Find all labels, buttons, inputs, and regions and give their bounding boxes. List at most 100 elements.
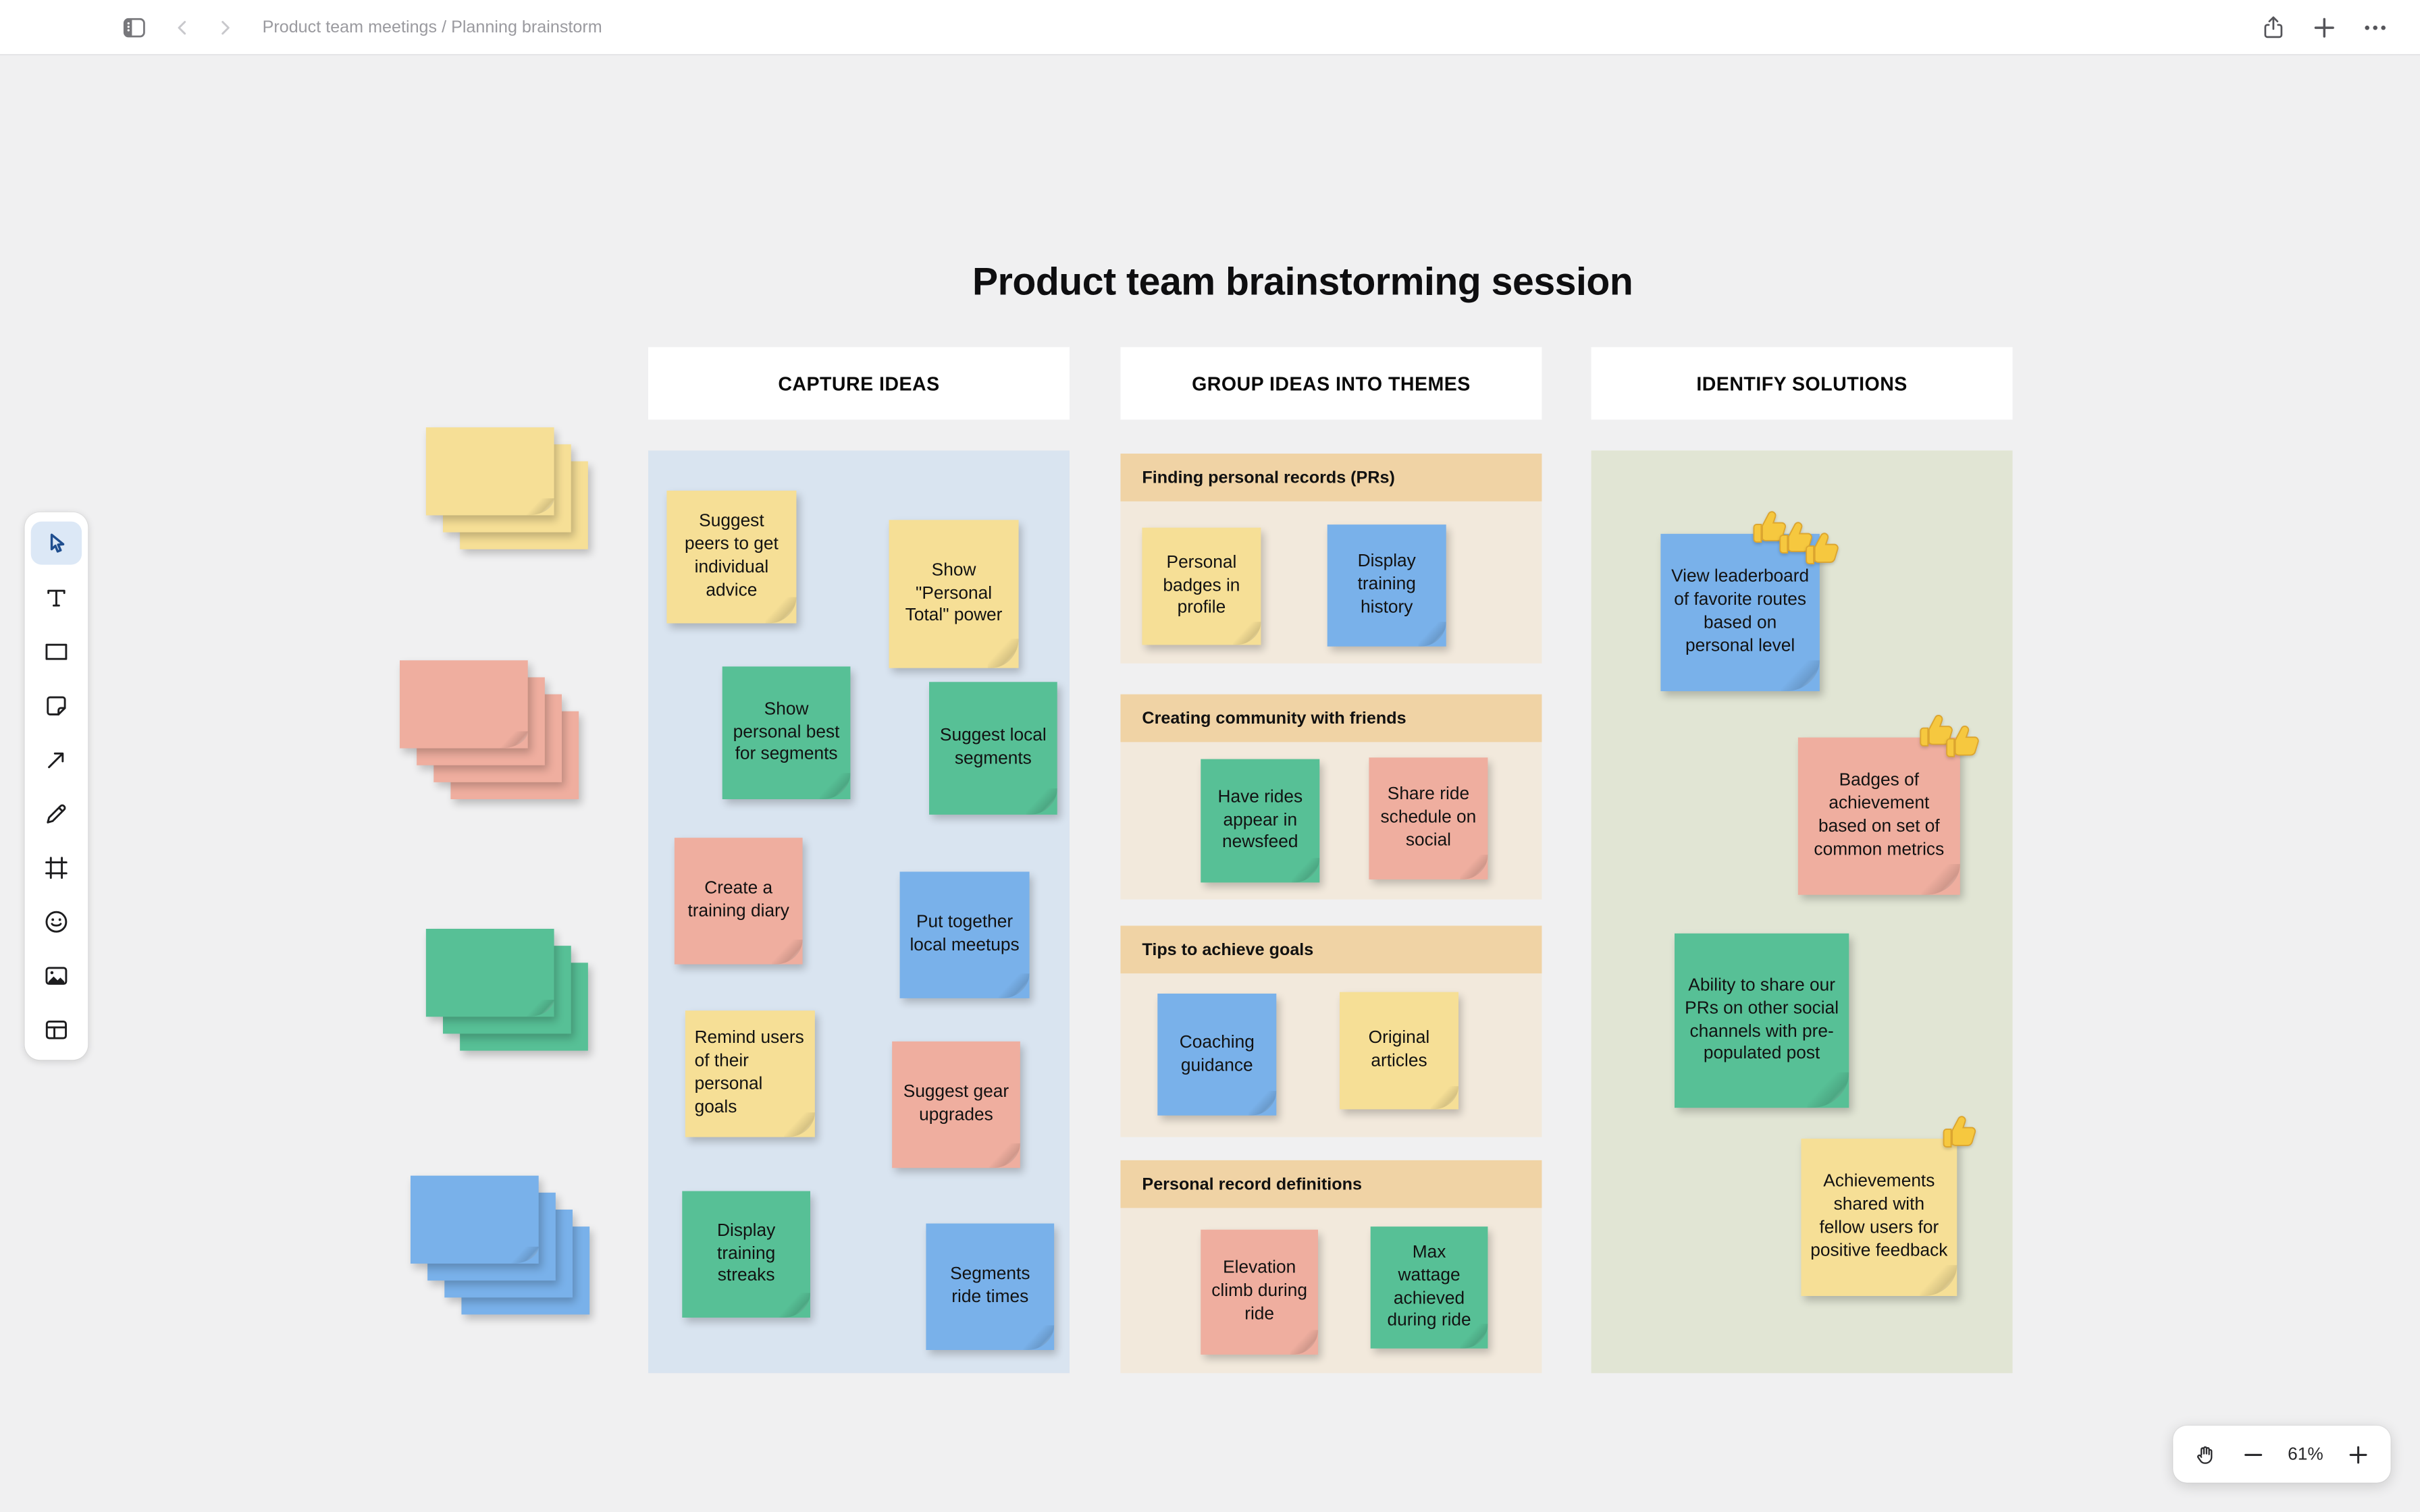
tool-emoji[interactable]	[31, 900, 82, 943]
tool-image[interactable]	[31, 954, 82, 997]
sticky-note-text: Display training streaks	[717, 1221, 776, 1287]
sticky-note[interactable]: Achievements shared with fellow users fo…	[1801, 1116, 1976, 1297]
sticky-note-text: Segments ride times	[950, 1265, 1030, 1307]
sticky-note[interactable]: Segments ride times	[926, 1223, 1055, 1351]
sticky-note-text: Create a training diary	[687, 880, 789, 921]
shape-icon	[42, 637, 71, 666]
sticky-note-text: Display training history	[1357, 552, 1416, 618]
note-reactions	[1943, 1111, 1982, 1154]
emoji-icon	[42, 907, 71, 936]
sticky-note[interactable]: Badges of achievement based on set of co…	[1797, 714, 1979, 895]
sticky-note[interactable]: Remind users of their personal goals	[685, 1010, 815, 1137]
sticky-note[interactable]: Show "Personal Total" power	[889, 520, 1019, 668]
cursor-icon	[42, 529, 71, 558]
zoom-controls: 61%	[2173, 1426, 2391, 1483]
note-reactions	[1753, 506, 1845, 564]
sticky-note[interactable]: Have rides appear in newsfeed	[1201, 759, 1320, 883]
sticky-note[interactable]: Suggest peers to get individual advice	[666, 490, 797, 624]
sticky-note[interactable]: Max wattage achieved during ride	[1370, 1226, 1488, 1349]
breadcrumb[interactable]: Product team meetings / Planning brainst…	[262, 18, 602, 36]
forward-chevron-icon[interactable]	[213, 10, 238, 44]
zoom-in-button[interactable]	[2346, 1442, 2371, 1467]
image-icon	[42, 961, 71, 990]
sticky-note-text: Ability to share our PRs on other social…	[1685, 976, 1839, 1064]
column-header[interactable]: IDENTIFY SOLUTIONS	[1591, 347, 2013, 420]
column-header[interactable]: CAPTURE IDEAS	[648, 347, 1070, 420]
blank-sticky-note	[411, 1175, 539, 1264]
sticky-note-text: Show "Personal Total" power	[905, 561, 1003, 626]
sticky-note[interactable]: Coaching guidance	[1157, 994, 1277, 1116]
sticky-note[interactable]: Suggest gear upgrades	[892, 1041, 1020, 1168]
sticky-note-text: Achievements shared with fellow users fo…	[1810, 1172, 1948, 1261]
theme-section: Finding personal records (PRs) Personal b…	[1120, 454, 1542, 664]
blank-note-stack-pink[interactable]	[400, 660, 585, 815]
thumbs-up-emoji[interactable]	[1775, 517, 1818, 560]
sticky-note[interactable]: View leaderboard of favorite routes base…	[1660, 511, 1839, 691]
board-canvas[interactable]: Product team brainstorming session CAPTU…	[0, 55, 2420, 1512]
share-icon[interactable]	[2257, 10, 2290, 44]
sticky-note[interactable]: Personal badges in profile	[1142, 527, 1261, 645]
top-bar-right	[2257, 0, 2392, 54]
theme-section-label[interactable]: Creating community with friends	[1120, 694, 1542, 742]
sticky-note[interactable]: Display training streaks	[682, 1191, 810, 1318]
blank-note-stack-blue[interactable]	[411, 1175, 596, 1330]
thumbs-up-emoji[interactable]	[1941, 720, 1984, 763]
back-chevron-icon[interactable]	[169, 10, 194, 44]
arrow-icon	[42, 745, 71, 774]
sticky-note-text: Max wattage achieved during ride	[1387, 1243, 1471, 1331]
theme-section-body: Have rides appear in newsfeed Share ride …	[1120, 742, 1542, 900]
board-column-2: GROUP IDEAS INTO THEMES Finding personal …	[1120, 347, 1542, 1374]
blank-note-stack-green[interactable]	[425, 929, 611, 1083]
column-header[interactable]: GROUP IDEAS INTO THEMES	[1120, 347, 1542, 420]
tool-select[interactable]	[30, 521, 82, 565]
sticky-note[interactable]: Put together local meetups	[899, 871, 1030, 998]
sticky-note[interactable]: Ability to share our PRs on other social…	[1675, 933, 1849, 1108]
thumbs-up-emoji[interactable]	[1749, 506, 1792, 549]
sticky-note[interactable]: Display training history	[1327, 524, 1446, 647]
tool-text[interactable]	[31, 576, 82, 619]
tool-palette	[24, 512, 88, 1060]
tool-sticky-note[interactable]	[31, 684, 82, 727]
sticky-note[interactable]: Original articles	[1340, 992, 1458, 1110]
zoom-out-button[interactable]	[2240, 1442, 2265, 1467]
board-column-3: IDENTIFY SOLUTIONS View leaderboard of fa…	[1591, 347, 2013, 1374]
theme-section-body: Elevation climb during ride Max wattage a…	[1120, 1208, 1542, 1374]
more-icon[interactable]	[2359, 10, 2392, 44]
sticky-note-text: Have rides appear in newsfeed	[1217, 788, 1303, 853]
sticky-note-text: Elevation climb during ride	[1211, 1259, 1308, 1324]
sticky-note[interactable]: Elevation climb during ride	[1201, 1229, 1319, 1355]
sticky-note-text: Remind users of their personal goals	[694, 1029, 804, 1117]
theme-section-label[interactable]: Tips to achieve goals	[1120, 925, 1542, 974]
theme-section-label[interactable]: Finding personal records (PRs)	[1120, 454, 1542, 502]
sticky-note-text: Original articles	[1368, 1029, 1430, 1071]
pan-hand-icon[interactable]	[2193, 1442, 2218, 1467]
sticky-note[interactable]: Suggest local segments	[929, 682, 1057, 815]
add-icon[interactable]	[2307, 10, 2341, 44]
sticky-note[interactable]: Show personal best for segments	[722, 666, 851, 799]
theme-section-label[interactable]: Personal record definitions	[1120, 1160, 1542, 1208]
sticky-note-text: Share ride schedule on social	[1380, 785, 1477, 850]
thumbs-up-emoji[interactable]	[1916, 709, 1959, 753]
thumbs-up-emoji[interactable]	[1801, 528, 1844, 571]
sticky-note-text: Show personal best for segments	[733, 699, 840, 765]
blank-note-stack-yellow[interactable]	[425, 427, 611, 582]
sticky-note-text: View leaderboard of favorite routes base…	[1671, 568, 1810, 656]
sticky-note[interactable]: Share ride schedule on social	[1369, 757, 1488, 880]
sidebar-toggle-icon[interactable]	[117, 10, 151, 44]
board-title[interactable]: Product team brainstorming session	[972, 260, 1633, 304]
tool-arrow[interactable]	[31, 738, 82, 781]
sticky-note-text: Personal badges in profile	[1163, 553, 1240, 618]
tool-shape[interactable]	[31, 630, 82, 673]
tool-frame[interactable]	[31, 846, 82, 889]
tool-table[interactable]	[31, 1008, 82, 1051]
blank-sticky-note	[425, 427, 554, 516]
blank-sticky-note	[400, 660, 528, 749]
sticky-note-text: Put together local meetups	[910, 913, 1020, 955]
sticky-note[interactable]: Create a training diary	[674, 838, 803, 965]
tool-pen[interactable]	[31, 792, 82, 835]
thumbs-up-emoji[interactable]	[1939, 1111, 1982, 1154]
sticky-note-text: Suggest gear upgrades	[903, 1083, 1009, 1125]
